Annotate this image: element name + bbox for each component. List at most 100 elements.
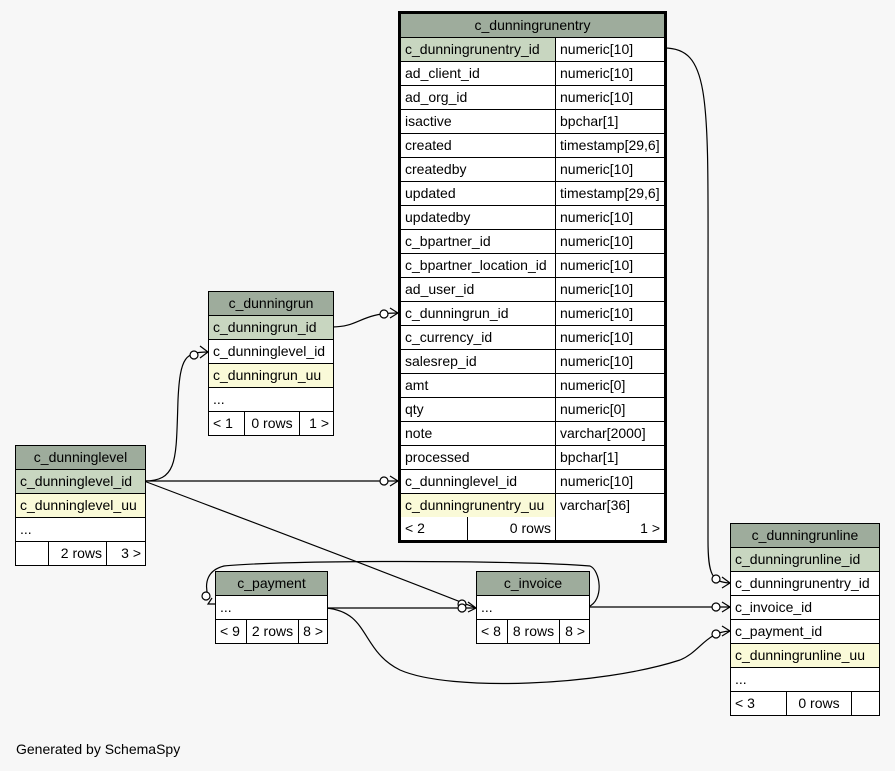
table-row: updatedby numeric[10] [401,206,664,230]
children-count: 1 > [299,412,333,435]
row-count: 0 rows [786,692,851,715]
column-name: ... [481,599,493,615]
column-type: numeric[10] [555,62,664,85]
children-count: 8 > [559,620,589,643]
column-type: numeric[10] [555,86,664,109]
column-name: processed [405,449,470,465]
column-name: c_payment_id [735,623,823,639]
link-invoice-to-payment [205,560,600,608]
table-footer: < 1 0 rows 1 > [209,412,333,435]
table-footer: < 8 8 rows 8 > [477,620,589,643]
column-name: note [405,425,433,441]
link-dunninglevel-to-dunningrun [143,351,209,482]
table-title: c_dunningrunline [731,524,879,548]
table-footer: 2 rows 3 > [16,542,145,565]
column-type: timestamp[29,6] [555,182,664,205]
table-row: isactive bpchar[1] [401,110,664,134]
table-row: salesrep_id numeric[10] [401,350,664,374]
column-name: c_dunninglevel_id [405,473,518,489]
column-name: updatedby [405,209,471,225]
column-type: numeric[10] [555,38,664,61]
column-type: numeric[10] [555,326,664,349]
link-dunningrunentry-to-dunningrunline [663,47,731,584]
table-c-dunningrun[interactable]: c_dunningrun c_dunningrun_id c_dunningle… [208,291,334,436]
table-c-payment[interactable]: c_payment ... < 9 2 rows 8 > [215,571,328,644]
children-count: 8 > [298,620,327,643]
table-c-dunningrunline[interactable]: c_dunningrunline c_dunningrunline_id c_d… [730,523,880,716]
column-name: c_dunningrun_uu [209,364,333,387]
row-count: 2 rows [48,542,106,565]
column-name: ad_client_id [405,65,480,81]
column-type: numeric[10] [555,278,664,301]
column-name: isactive [405,113,452,129]
column-name: c_dunningrun_id [209,316,333,339]
column-name: c_dunninglevel_uu [16,494,145,517]
column-name: c_dunningrunentry_uu [401,494,555,517]
column-type: numeric[10] [555,302,664,325]
column-name: c_invoice_id [735,599,813,615]
table-footer: < 2 0 rows 1 > [401,517,664,540]
table-row: ad_client_id numeric[10] [401,62,664,86]
table-c-dunninglevel[interactable]: c_dunninglevel c_dunninglevel_id c_dunni… [15,445,146,566]
row-count: 2 rows [246,620,298,643]
parents-count [16,542,48,565]
column-name: c_dunningrun_id [405,305,509,321]
table-row: c_bpartner_location_id numeric[10] [401,254,664,278]
column-type: numeric[10] [555,254,664,277]
column-name: salesrep_id [405,353,477,369]
column-type: bpchar[1] [555,446,664,469]
column-name: c_currency_id [405,329,493,345]
generated-by-label: Generated by SchemaSpy [16,741,181,757]
column-name: c_dunninglevel_id [16,470,145,493]
link-dunninglevel-to-invoice [143,480,477,609]
children-count: 3 > [106,542,145,565]
table-row: updated timestamp[29,6] [401,182,664,206]
column-type: bpchar[1] [555,110,664,133]
column-name: c_bpartner_location_id [405,257,547,273]
column-name: updated [405,185,456,201]
children-count [851,692,879,715]
parents-count: < 3 [735,695,755,711]
column-type: numeric[10] [555,158,664,181]
column-name: ... [735,671,747,687]
column-type: numeric[0] [555,374,664,397]
row-count: 0 rows [467,517,555,540]
table-c-invoice[interactable]: c_invoice ... < 8 8 rows 8 > [476,571,590,644]
column-name: ... [213,391,225,407]
column-name: c_dunningrunline_id [731,548,879,571]
table-footer: < 9 2 rows 8 > [216,620,327,643]
table-footer: < 3 0 rows [731,692,879,715]
column-name: createdby [405,161,467,177]
column-name: amt [405,377,429,393]
column-name: ad_org_id [405,89,468,105]
table-title: c_dunninglevel [16,446,145,470]
table-row: processed bpchar[1] [401,446,664,470]
table-title: c_dunningrun [209,292,333,316]
table-row: ad_org_id numeric[10] [401,86,664,110]
column-name: c_dunninglevel_id [213,343,326,359]
table-row: c_dunningrun_id numeric[10] [401,302,664,326]
parents-count: < 2 [405,520,425,536]
parents-count: < 9 [220,623,240,639]
column-type: numeric[10] [555,470,664,493]
children-count: 1 > [555,517,664,540]
table-row: amt numeric[0] [401,374,664,398]
column-name: created [405,137,452,153]
column-type: numeric[10] [555,206,664,229]
column-name: c_dunningrunentry_id [401,38,555,61]
row-count: 0 rows [244,412,299,435]
column-type: numeric[10] [555,350,664,373]
table-row: createdby numeric[10] [401,158,664,182]
column-name: ... [220,599,232,615]
column-type: numeric[0] [555,398,664,421]
column-name: ... [20,521,32,537]
column-name: c_bpartner_id [405,233,491,249]
